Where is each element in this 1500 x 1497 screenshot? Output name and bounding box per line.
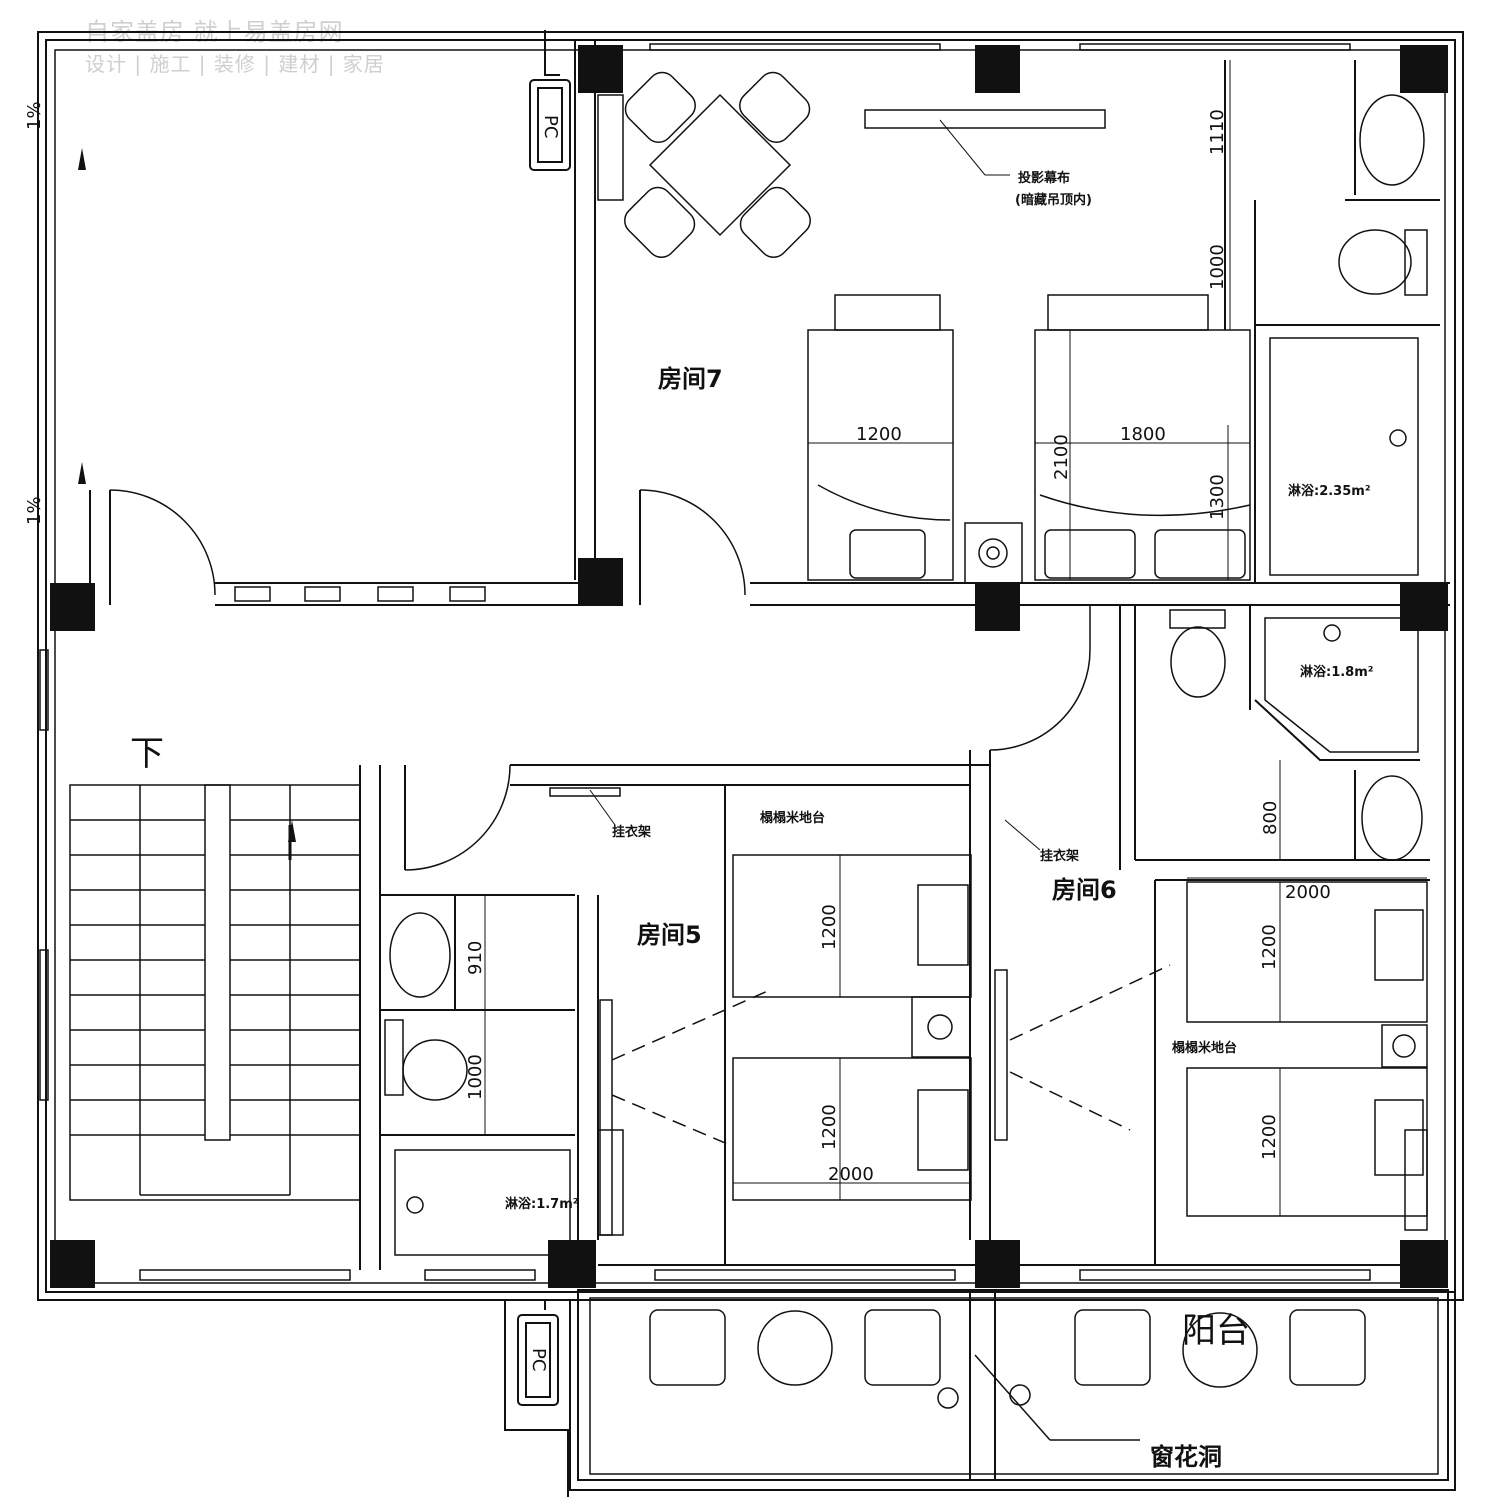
balcony-furniture — [649, 1309, 1366, 1441]
hanger-room6: 挂衣架 — [1040, 848, 1079, 864]
bathroom-fixtures — [384, 94, 1428, 1256]
interior-walls — [89, 40, 1450, 1270]
room5-label: 房间5 — [637, 921, 702, 949]
slope-left-label: 1% — [24, 496, 45, 525]
dim-910: 910 — [465, 941, 486, 975]
windows — [39, 43, 1371, 1281]
room7-label: 房间7 — [658, 365, 723, 393]
tatami-beds — [549, 787, 1428, 1236]
room7-furniture — [597, 71, 1251, 584]
room6-label: 房间6 — [1052, 876, 1117, 904]
dim-1800: 1800 — [1120, 424, 1166, 445]
dim-2100: 2100 — [1051, 434, 1072, 480]
dim-r5-1200-a: 1200 — [819, 904, 840, 950]
slope-top-label: 1% — [24, 101, 45, 130]
dim-r5-1200-b: 1200 — [819, 1104, 840, 1150]
dim-r5-2000: 2000 — [828, 1164, 874, 1185]
pc-top-label: PC — [540, 115, 561, 138]
projection-screen-note: 投影幕布 — [1018, 170, 1070, 186]
dim-r6-1200-b: 1200 — [1259, 1114, 1280, 1160]
watermark-subtitle: 设计 | 施工 | 装修 | 建材 | 家居 — [85, 52, 385, 76]
dim-1000-top: 1000 — [1207, 244, 1228, 290]
projection-screen-note-2: (暗藏吊顶内) — [1015, 192, 1092, 208]
dim-1000-left: 1000 — [465, 1054, 486, 1100]
outer-walls — [37, 31, 1464, 1497]
pc-bottom-label: PC — [528, 1348, 549, 1371]
hanger-room5: 挂衣架 — [612, 824, 651, 840]
dim-1110: 1110 — [1207, 109, 1228, 155]
balcony-label: 阳台 — [1182, 1311, 1250, 1351]
pc-units — [517, 30, 571, 1406]
shower-mid-label: 淋浴:1.8m² — [1300, 664, 1373, 680]
door-swings — [109, 489, 1091, 871]
structural-columns — [50, 45, 1448, 1288]
shower-top-label: 淋浴:2.35m² — [1288, 483, 1371, 499]
tatami-room5: 榻榻米地台 — [760, 810, 825, 826]
dim-r6-1200-a: 1200 — [1259, 924, 1280, 970]
dim-1200: 1200 — [856, 424, 902, 445]
dim-800: 800 — [1260, 801, 1281, 835]
dim-1300: 1300 — [1207, 474, 1228, 520]
shower-bottom-label: 淋浴:1.7m² — [505, 1196, 578, 1212]
dimension-lines — [484, 60, 1427, 1216]
stairs-down-label: 下 — [130, 734, 164, 774]
window-flower-label: 窗花洞 — [1150, 1443, 1222, 1471]
tatami-room6: 榻榻米地台 — [1172, 1040, 1237, 1056]
text-labels: 房间7 房间5 房间6 阳台 下 1200 1800 2100 1300 111… — [24, 101, 1373, 1471]
staircase — [69, 784, 361, 1201]
dim-r6-2000: 2000 — [1285, 882, 1331, 903]
